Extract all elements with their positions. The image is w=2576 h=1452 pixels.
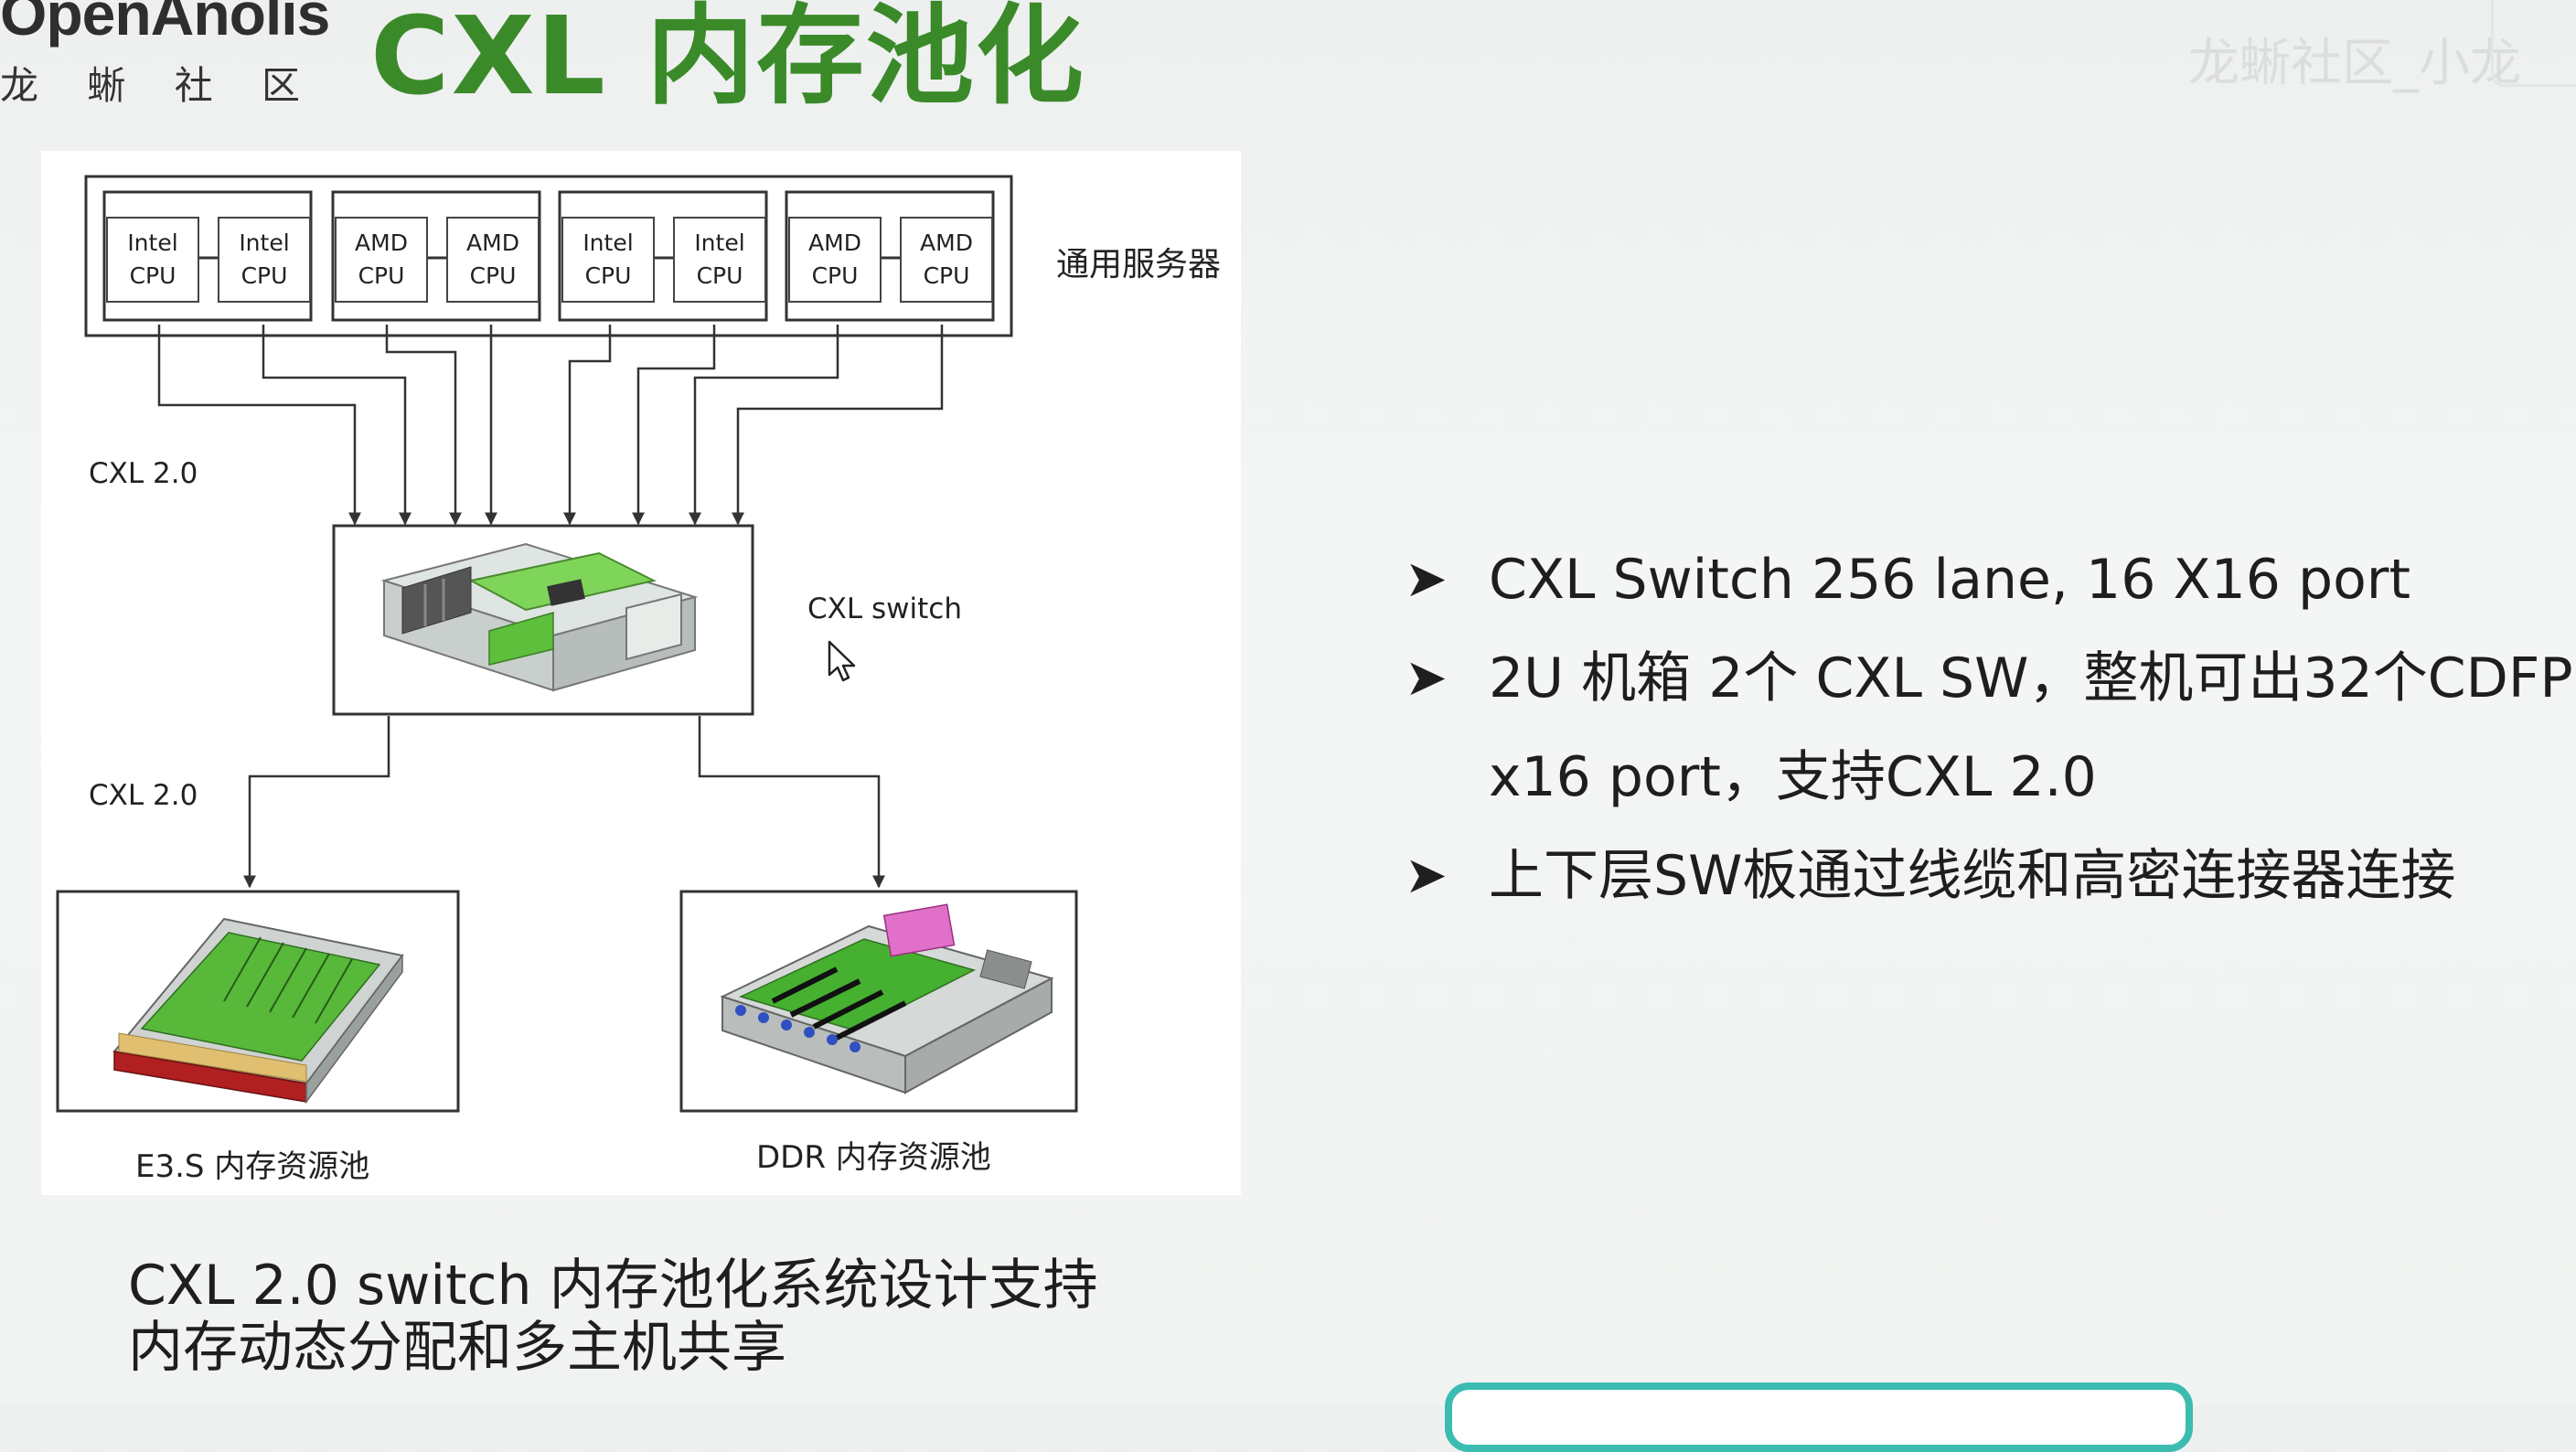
logo-name: OpenAnolis bbox=[0, 0, 330, 48]
cxl-link bbox=[732, 325, 944, 526]
cxl-label-top: CXL 2.0 bbox=[89, 457, 198, 490]
ddr-server-image bbox=[720, 903, 1054, 1094]
diagram-lines bbox=[56, 175, 1078, 1113]
cxl-link bbox=[563, 325, 612, 526]
cxl-link bbox=[689, 325, 839, 526]
feature-list: ➤ CXL Switch 256 lane, 16 X16 port ➤ 2U … bbox=[1399, 530, 2573, 925]
server-group-box bbox=[558, 190, 768, 322]
bottom-popup[interactable] bbox=[1445, 1383, 2193, 1452]
feature-item: ➤ CXL Switch 256 lane, 16 X16 port bbox=[1399, 530, 2570, 629]
watermark: 龙蜥社区_小龙 bbox=[2188, 34, 2521, 93]
mouse-cursor-icon bbox=[828, 640, 856, 682]
diagram-caption: CXL 2.0 switch 内存池化系统设计支持 内存动态分配和多主机共享 bbox=[128, 1254, 1098, 1380]
cxl-link bbox=[157, 325, 361, 526]
cxl-label-bottom: CXL 2.0 bbox=[89, 779, 198, 812]
slide-title: CXL 内存池化 bbox=[370, 0, 1085, 119]
server-rack-box bbox=[84, 175, 1013, 337]
server-group-box bbox=[331, 190, 541, 322]
server-label: 通用服务器 bbox=[1056, 246, 1222, 283]
e3s-server-image bbox=[112, 917, 404, 1105]
ddr-pool-label: DDR 内存资源池 bbox=[756, 1139, 991, 1176]
feature-item: ➤ 上下层SW板通过线缆和高密连接器连接 bbox=[1399, 827, 2570, 925]
arrow-bullet-icon: ➤ bbox=[1405, 648, 1448, 708]
arrow-bullet-icon: ➤ bbox=[1405, 846, 1448, 905]
e3s-pool-label: E3.S 内存资源池 bbox=[135, 1148, 370, 1185]
logo-chinese: 龙 蜥 社 区 bbox=[0, 63, 301, 108]
server-group-box bbox=[785, 190, 995, 322]
cxl-link bbox=[385, 325, 462, 526]
openanolis-logo: OpenAnolis 龙 蜥 社 区 bbox=[0, 0, 330, 108]
arrow-bullet-icon: ➤ bbox=[1405, 550, 1448, 609]
cxl-link bbox=[632, 325, 716, 526]
cxl-link-pool-right bbox=[698, 716, 885, 889]
server-group-box bbox=[102, 190, 313, 322]
watermark-frame bbox=[2491, 0, 2576, 87]
cxl-switch-label: CXL switch bbox=[807, 593, 962, 625]
cxl-link-pool-left bbox=[243, 716, 390, 889]
cxl-link bbox=[262, 325, 412, 526]
cxl-switch-image bbox=[380, 542, 699, 692]
feature-item: ➤ 2U 机箱 2个 CXL SW，整机可出32个CDFP x16 port，支… bbox=[1399, 629, 2573, 827]
